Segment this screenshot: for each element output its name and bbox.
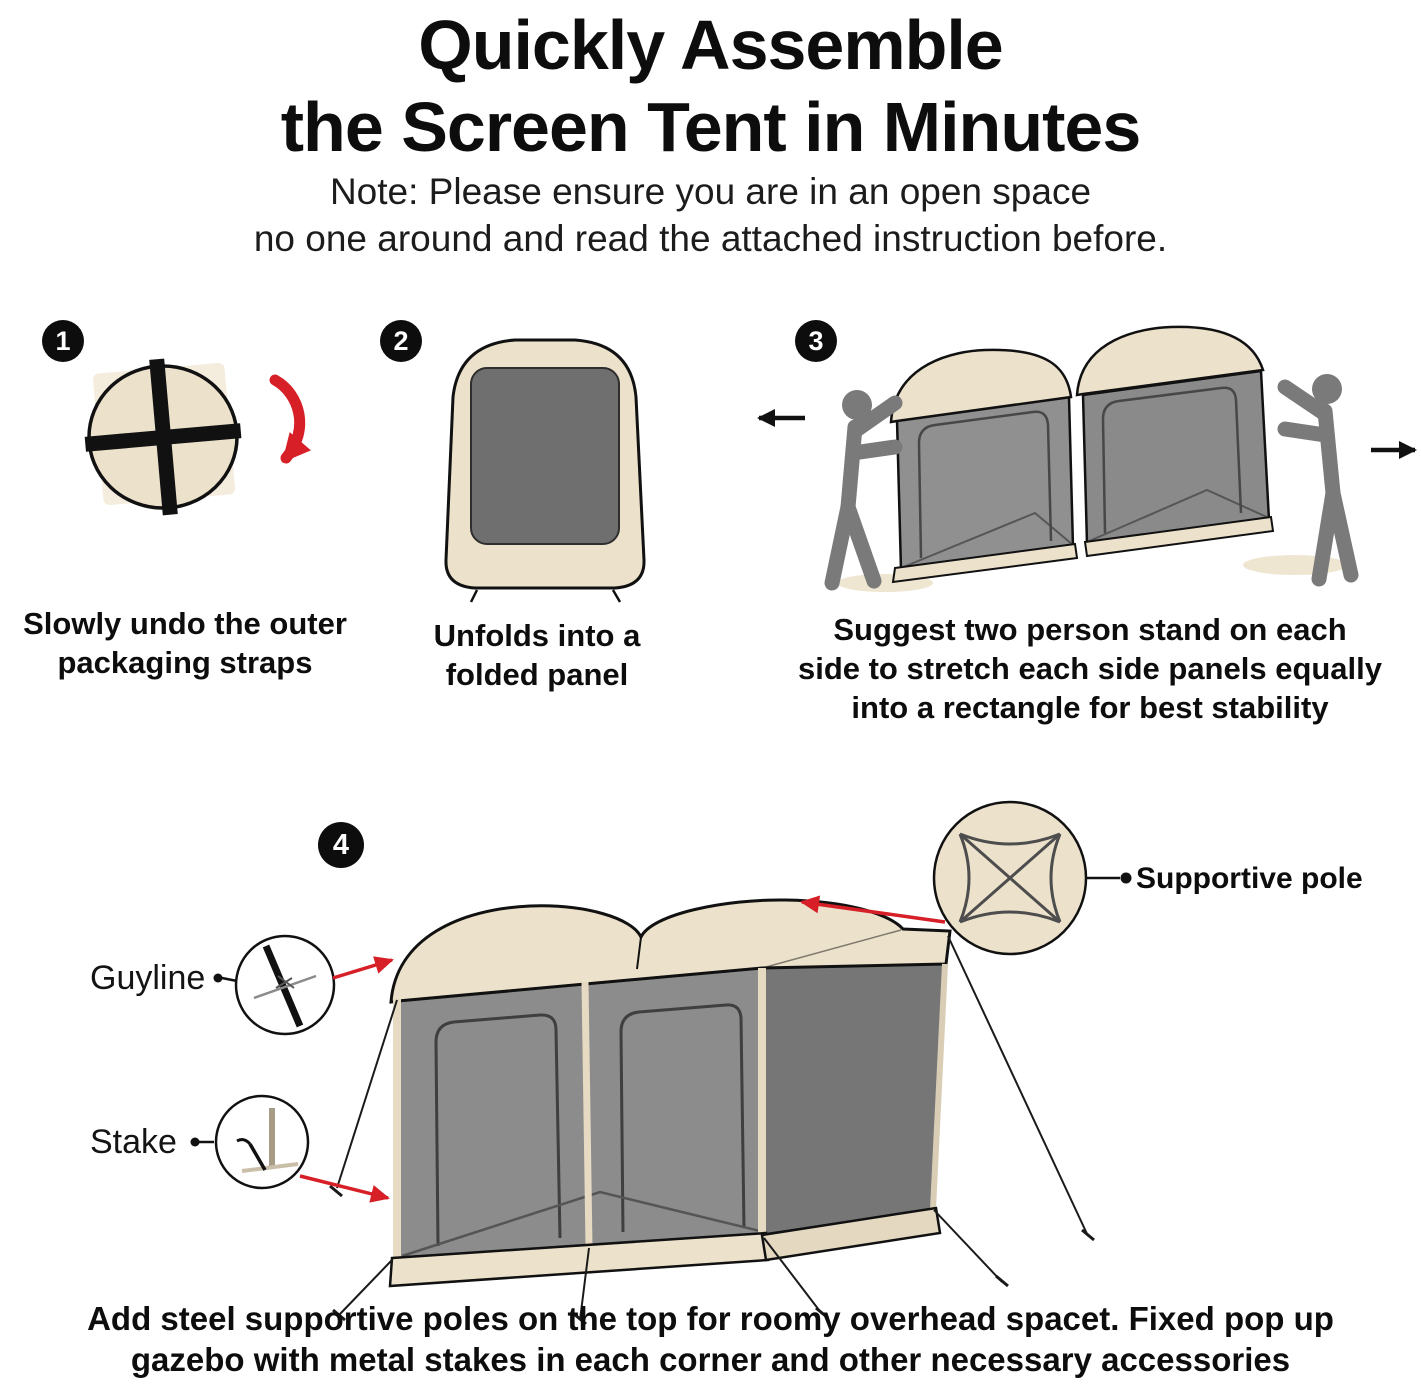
note-line-1: Note: Please ensure you are in an open s… — [329, 171, 1092, 212]
label-connector-dot — [1120, 872, 1132, 884]
stake-pin-icon — [248, 1143, 267, 1171]
stake-arrow-icon — [299, 1174, 390, 1203]
step1-illustration — [84, 358, 311, 516]
step4-illustration — [190, 800, 1132, 1326]
guylines — [329, 935, 1095, 1326]
step-4-badge: 4 — [318, 822, 364, 868]
title-line-2: the Screen Tent in Minutes — [280, 88, 1142, 166]
label-connector-dot — [213, 973, 223, 983]
label-connector-dot — [190, 1137, 200, 1147]
title-line-1: Quickly Assemble — [418, 6, 1003, 84]
step2-illustration — [444, 338, 646, 603]
guyline-label: Guyline — [90, 959, 206, 997]
panel-mesh-window — [470, 367, 620, 545]
step3-illustration — [757, 325, 1417, 592]
supportive-pole-callout — [800, 800, 1132, 956]
tent-skirt-side — [760, 1206, 942, 1262]
inner-door-arch-right — [619, 1003, 746, 1233]
tensioner-icon — [275, 975, 295, 989]
guyline-arrow-icon — [332, 956, 394, 980]
guyline-callout — [213, 934, 394, 1036]
step-2-badge: 2 — [380, 320, 422, 362]
half-open-tent — [889, 325, 1275, 584]
ground-fabric-right — [1243, 555, 1347, 575]
panel-feet — [469, 589, 622, 603]
page-title: Quickly Assemble the Screen Tent in Minu… — [0, 4, 1421, 168]
stake-label: Stake — [90, 1123, 177, 1161]
step-4-caption: Add steel supportive poles on the top fo… — [87, 1300, 1334, 1378]
inner-door-arch-left — [434, 1013, 562, 1247]
step-1-badge: 1 — [42, 320, 84, 362]
step-2-caption: Unfolds into a folded panel — [433, 618, 641, 692]
step-3-caption: Suggest two person stand on each side to… — [797, 612, 1383, 725]
supportive-pole-label: Supportive pole — [1136, 862, 1363, 895]
supportive-pole-arrow-icon — [800, 895, 946, 924]
screen-tent — [388, 898, 952, 1288]
stake-callout — [190, 1094, 390, 1203]
note-line-2: no one around and read the attached inst… — [253, 218, 1168, 259]
crossed-poles-icon — [958, 832, 1062, 924]
rotate-arrow-icon — [269, 374, 311, 464]
guyline-cord-icon — [262, 944, 304, 1028]
person-figure-right — [1277, 374, 1359, 587]
step-1-caption: Slowly undo the outer packaging straps — [23, 606, 347, 680]
person-figure-left — [824, 390, 903, 591]
step-3-badge: 3 — [795, 320, 837, 362]
floor-edge-line — [401, 1190, 765, 1258]
packaging-straps-cross — [84, 358, 242, 516]
note-text: Note: Please ensure you are in an open s… — [0, 168, 1421, 262]
